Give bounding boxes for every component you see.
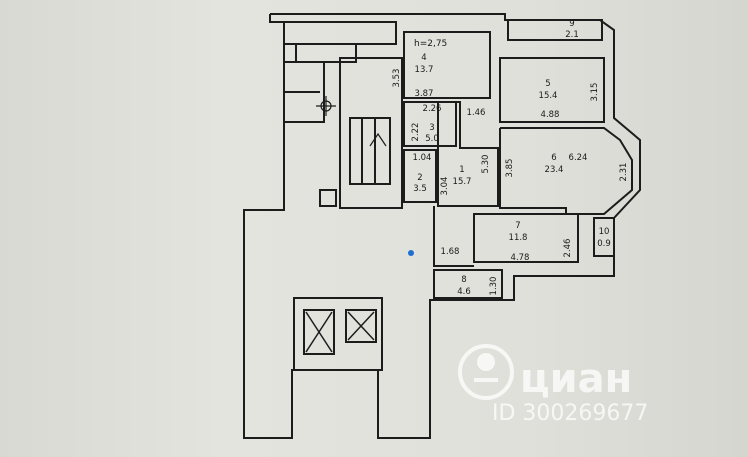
dim-2-31: 2.31 (619, 163, 629, 182)
dim-2-26: 2.26 (423, 104, 442, 114)
room-1-number: 1 (459, 165, 464, 175)
dim-5-30: 5.30 (481, 155, 491, 174)
dim-1-30: 1.30 (489, 277, 499, 296)
ceiling-height-label: h=2,75 (414, 39, 447, 49)
dim-1-46: 1.46 (467, 108, 486, 118)
elevator-marks (305, 311, 375, 353)
room-4-number: 4 (421, 53, 426, 63)
dim-3-87: 3.87 (415, 89, 434, 99)
room-10-area: 0.9 (597, 239, 611, 249)
room-7-number: 7 (515, 221, 520, 231)
room-2-area: 3.5 (413, 184, 427, 194)
dim-4-88: 4.88 (541, 110, 560, 120)
vent-symbol (316, 96, 336, 116)
stair-arrow (361, 130, 387, 176)
room-6-area: 23.4 (545, 165, 564, 175)
plan-walls (243, 13, 641, 439)
room-5-number: 5 (545, 79, 550, 89)
dim-6-24: 6.24 (569, 153, 588, 163)
dim-1-04: 1.04 (413, 153, 432, 163)
dim-3-04: 3.04 (440, 177, 450, 196)
dim-1-68: 1.68 (441, 247, 460, 257)
room-4-area: 13.7 (415, 65, 434, 75)
room-5-area: 15.4 (539, 91, 558, 101)
dimension-labels: 3.53 3.87 2.26 2.22 1.46 1.04 3.04 5.30 … (392, 69, 629, 296)
room-labels: h=2,75 4 13.7 5 15.4 3 5.0 6 23.4 1 15.7… (413, 19, 611, 297)
watermark-listing-id: ID 300269677 (492, 401, 648, 426)
dim-2-22: 2.22 (411, 123, 421, 142)
room-1-area: 15.7 (453, 177, 472, 187)
room-10-number: 10 (599, 227, 610, 237)
room-6-number: 6 (551, 153, 556, 163)
dim-3-85: 3.85 (505, 159, 515, 178)
dim-3-53: 3.53 (392, 69, 402, 88)
room-2-number: 2 (417, 173, 422, 183)
dim-4-78: 4.78 (511, 253, 530, 263)
room-3-area: 5.0 (425, 134, 439, 144)
room-8-number: 8 (461, 275, 466, 285)
room-7-area: 11.8 (509, 233, 528, 243)
room-9-area: 2.1 (565, 30, 579, 40)
room-3-number: 3 (429, 123, 434, 133)
dim-3-15: 3.15 (590, 83, 600, 102)
watermark-brand: циан (520, 356, 632, 402)
blue-marker (408, 250, 414, 256)
cian-logo-icon (458, 344, 514, 400)
room-9-number: 9 (569, 19, 574, 29)
dim-2-46: 2.46 (563, 239, 573, 258)
watermark: циан ID 300269677 (458, 344, 648, 426)
room-8-area: 4.6 (457, 287, 471, 297)
